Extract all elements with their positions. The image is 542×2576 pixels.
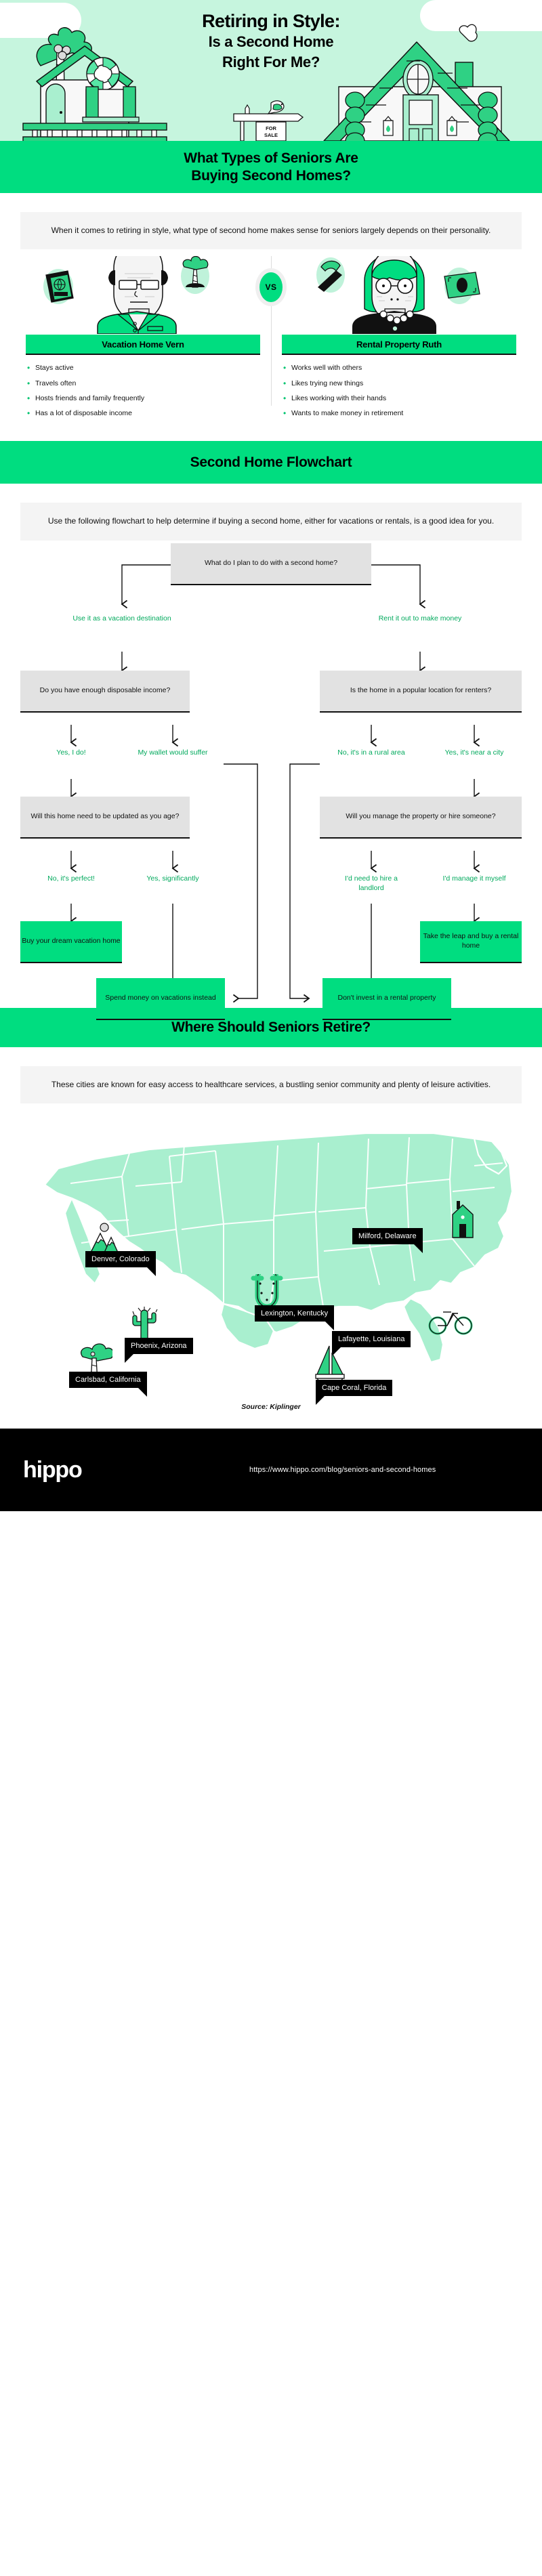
persona-traits-ruth: Works well with others Likes trying new … <box>282 362 516 420</box>
flow-edge-yes-i-do: Yes, I do! <box>56 748 86 757</box>
persona-vacation-home-vern: Vacation Home Vern Stays active Travels … <box>15 240 271 423</box>
hippo-logo: hippo <box>23 1457 83 1483</box>
horseshoe-icon <box>251 1274 283 1309</box>
flowchart-connectors <box>70 564 480 1002</box>
vern-illustration <box>43 240 209 335</box>
usa-landmass <box>43 1133 514 1364</box>
money-icon <box>444 272 480 299</box>
list-item: Works well with others <box>283 362 516 375</box>
persona-art-vern <box>26 240 260 335</box>
flow-edge-rent-out: Rent it out to make money <box>378 614 462 622</box>
list-item: Has a lot of disposable income <box>27 408 260 420</box>
persona-traits-vern: Stays active Travels often Hosts friends… <box>26 362 260 420</box>
map-pin-denver[interactable]: Denver, Colorado <box>85 1251 156 1277</box>
spacer <box>0 1047 542 1066</box>
flow-edge-near-city: Yes, it's near a city <box>444 748 504 757</box>
spacer <box>0 193 542 212</box>
callout-text: Use the following flowchart to help dete… <box>47 516 495 526</box>
house-icon <box>452 1201 474 1238</box>
persona-art-ruth <box>282 248 516 335</box>
us-map-svg <box>43 1133 514 1364</box>
band-title-line-1: What Types of Seniors Are <box>184 150 358 166</box>
flow-node-spend-vacations: Spend money on vacations instead <box>96 977 225 1020</box>
flow-edge-hire-landlord: I'd need to hire a landlord <box>345 874 398 892</box>
palm-tree-icon <box>182 256 209 289</box>
list-item: Stays active <box>27 362 260 375</box>
hero-title-line-3: Right For Me? <box>222 54 320 71</box>
hero-title-block: Retiring in Style: Is a Second Home Righ… <box>0 11 542 72</box>
flow-node-buy-vacation: Buy your dream vacation home <box>20 921 122 963</box>
source-attribution: Source: Kiplinger <box>241 1403 301 1412</box>
persona-name-vern: Vacation Home Vern <box>26 335 260 356</box>
cabin-house-icon <box>323 24 510 141</box>
map-pin-phoenix[interactable]: Phoenix, Arizona <box>125 1338 193 1364</box>
passport-icon <box>45 270 74 303</box>
flow-node-start: What do I plan to do with a second home? <box>171 543 371 585</box>
us-map: Denver, Colorado Phoenix, Arizona Carlsb… <box>0 1103 542 1406</box>
spacer <box>0 484 542 503</box>
flow-node-q-location: Is the home in a popular location for re… <box>320 670 522 713</box>
band-second-home-flowchart: Second Home Flowchart <box>0 441 542 484</box>
flow-edge-wallet-suffer: My wallet would suffer <box>138 748 208 757</box>
flow-node-q-updated: Will this home need to be updated as you… <box>20 796 190 839</box>
band-title-retire: Where Should Seniors Retire? <box>171 1019 371 1035</box>
flow-edge-yes-significantly: Yes, significantly <box>146 874 199 883</box>
callout-retire: These cities are known for easy access t… <box>20 1065 522 1104</box>
map-pin-cape-coral[interactable]: Cape Coral, Florida <box>316 1380 393 1406</box>
flow-edge-manage-myself: I'd manage it myself <box>442 874 506 883</box>
band-types-of-seniors: What Types of Seniors Are Buying Second … <box>0 141 542 193</box>
footer: hippo https://www.hippo.com/blog/seniors… <box>0 1429 542 1512</box>
persona-rental-property-ruth: Rental Property Ruth Works well with oth… <box>271 248 527 423</box>
callout-flowchart: Use the following flowchart to help dete… <box>20 503 522 541</box>
hero-title-line-2: Is a Second Home <box>208 33 334 51</box>
for-sale-sign-icon: FOR SALE <box>233 100 304 141</box>
flow-edge-use-vacation: Use it as a vacation destination <box>72 614 171 622</box>
map-pin-carlsbad[interactable]: Carlsbad, California <box>69 1372 147 1397</box>
list-item: Wants to make money in retirement <box>283 408 516 420</box>
flow-node-buy-rental: Take the leap and buy a rental home <box>420 921 522 963</box>
vs-badge: VS <box>255 268 287 307</box>
flow-node-q-income: Do you have enough disposable income? <box>20 670 190 713</box>
infographic-page: Retiring in Style: Is a Second Home Righ… <box>0 0 542 1511</box>
persona-divider <box>271 256 272 406</box>
map-pin-lexington[interactable]: Lexington, Kentucky <box>255 1305 335 1331</box>
svg-text:FOR: FOR <box>266 125 276 131</box>
personas-comparison: VS <box>0 240 542 441</box>
map-pin-milford[interactable]: Milford, Delaware <box>352 1228 423 1254</box>
flow-node-q-manage: Will you manage the property or hire som… <box>320 796 522 839</box>
hero-illustration: FOR SALE <box>22 24 510 141</box>
list-item: Travels often <box>27 378 260 390</box>
ruth-illustration <box>316 248 480 335</box>
list-item: Likes working with their hands <box>283 393 516 405</box>
footer-url[interactable]: https://www.hippo.com/blog/seniors-and-s… <box>249 1466 436 1475</box>
band-where-should-seniors-retire: Where Should Seniors Retire? <box>0 1007 542 1047</box>
flow-edge-rural-area: No, it's in a rural area <box>337 748 405 757</box>
callout-types-of-seniors: When it comes to retiring in style, what… <box>20 212 522 250</box>
map-pin-lafayette[interactable]: Lafayette, Louisiana <box>332 1331 411 1357</box>
flow-edge-no-perfect: No, it's perfect! <box>47 874 95 883</box>
svg-text:SALE: SALE <box>264 132 278 138</box>
cloud-icon <box>420 0 542 31</box>
mountain-icon <box>89 1223 119 1253</box>
list-item: Likes trying new things <box>283 378 516 390</box>
hammer-icon <box>317 261 343 293</box>
callout-text: These cities are known for easy access t… <box>51 1079 491 1089</box>
bicycle-icon <box>428 1311 473 1335</box>
cactus-icon <box>132 1307 158 1341</box>
persona-name-ruth: Rental Property Ruth <box>282 335 516 356</box>
hero-title-line-1: Retiring in Style: <box>202 11 340 31</box>
flowchart: What do I plan to do with a second home?… <box>0 541 542 1020</box>
callout-text: When it comes to retiring in style, what… <box>51 226 491 235</box>
hero-section: Retiring in Style: Is a Second Home Righ… <box>0 0 542 141</box>
beach-house-icon <box>22 27 167 141</box>
vs-label: VS <box>259 272 283 303</box>
flow-node-dont-invest: Don't invest in a rental property <box>322 977 451 1020</box>
list-item: Hosts friends and family frequently <box>27 393 260 405</box>
band-title-flowchart: Second Home Flowchart <box>190 455 352 470</box>
band-title-line-2: Buying Second Homes? <box>191 167 351 184</box>
